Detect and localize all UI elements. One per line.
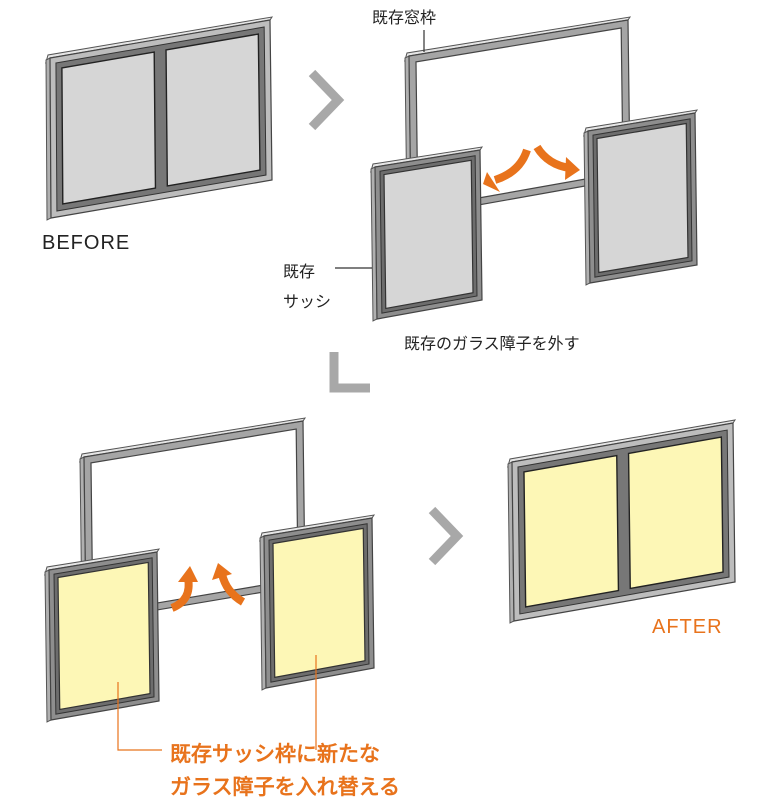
remove-arrow-right-shaft: [533, 144, 571, 172]
next-chevron-1: [308, 69, 345, 131]
install-arrow-right-shaft: [218, 572, 246, 606]
new-sash-leader-left: [117, 682, 162, 751]
before-window-glass-right: [165, 33, 261, 187]
remove-arrow-right-head: [565, 157, 580, 180]
new-sash-right-glass: [272, 527, 366, 679]
after-window-glass-left: [523, 454, 620, 608]
step1-caption: 既存のガラス障子を外す: [404, 334, 580, 353]
new-sash-left-glass: [57, 561, 151, 711]
label-existing-sash-1: 既存: [283, 262, 316, 281]
before-window-glass-left: [61, 51, 157, 205]
next-chevron-3: [428, 506, 464, 566]
step2-caption-line1: 既存サッシ枠に新たな: [170, 742, 380, 766]
removed-sash-left-glass: [383, 159, 474, 310]
after-window-glass-right: [627, 436, 724, 590]
step2-caption-line2: ガラス障子を入れ替える: [170, 775, 400, 799]
install-arrow-left-head: [178, 566, 198, 582]
next-chevron-2: [329, 352, 370, 393]
install-arrow-right-head: [212, 563, 232, 580]
label-existing-sash-2: サッシ: [283, 292, 332, 311]
label-before: BEFORE: [42, 232, 131, 254]
label-after: AFTER: [652, 616, 723, 638]
label-existing-window-frame: 既存窓枠: [372, 8, 437, 27]
remove-arrow-left-shaft: [493, 148, 531, 184]
removed-sash-right-glass: [596, 122, 689, 274]
remove-arrow-left-head: [483, 172, 500, 192]
